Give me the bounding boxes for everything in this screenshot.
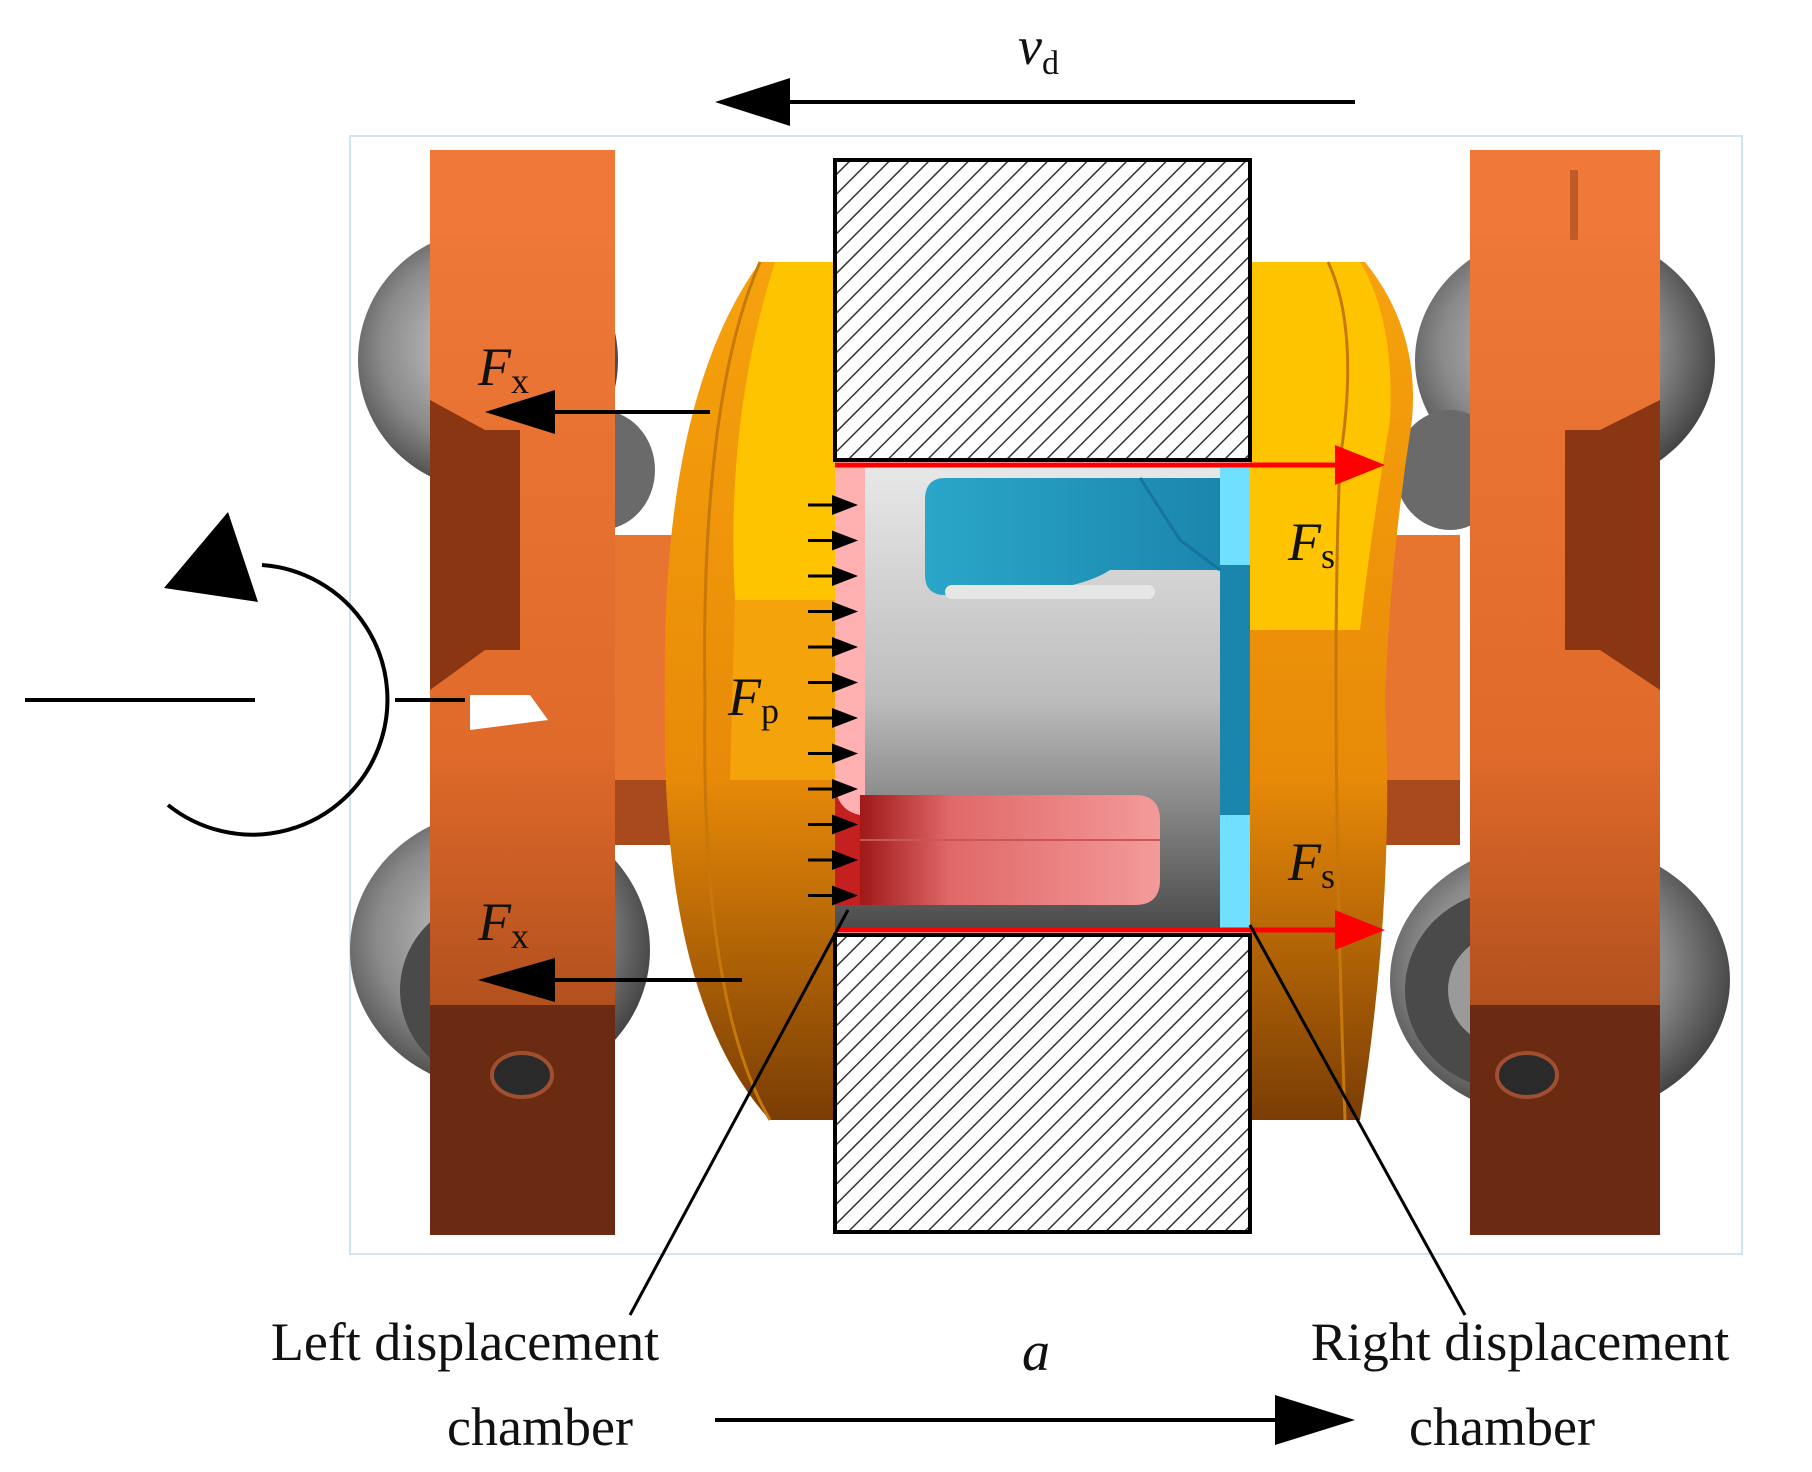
left-flange xyxy=(664,261,835,1121)
fp-arrowhead xyxy=(832,530,858,551)
left-frame xyxy=(430,150,615,1235)
left-bolt-hole xyxy=(490,1051,554,1099)
fp-label: Fp xyxy=(727,667,779,731)
fp-arrowhead xyxy=(832,566,858,586)
fp-pressure-arrows xyxy=(808,495,858,906)
right-chamber-leader xyxy=(1248,924,1467,1316)
fp-arrowhead xyxy=(832,495,858,515)
fx-top-label: Fx xyxy=(477,337,529,401)
lower-hatched-block xyxy=(833,933,1252,1234)
bounding-frame xyxy=(349,135,1743,1255)
right-bolt-hole xyxy=(1495,1051,1559,1099)
fs-top-label: Fs xyxy=(1287,512,1335,576)
velocity-label: vd xyxy=(1018,16,1059,82)
acceleration-arrowhead xyxy=(1275,1395,1355,1445)
velocity-arrowhead xyxy=(715,78,790,126)
fx-bottom-arrowhead xyxy=(478,958,555,1002)
lower-fs-arrowhead xyxy=(1335,910,1385,950)
left-chamber-label-line1: Left displacement xyxy=(271,1312,659,1372)
fp-arrowhead xyxy=(832,885,858,906)
fp-arrowhead xyxy=(832,601,858,622)
rotation-symbol xyxy=(25,512,465,837)
fx-top-arrowhead xyxy=(485,390,555,434)
acceleration-label: a xyxy=(1022,1321,1050,1383)
right-flange xyxy=(1250,261,1414,1121)
fp-arrowhead xyxy=(832,743,858,764)
fp-arrowhead xyxy=(832,708,858,728)
upper-fs-arrowhead xyxy=(1335,445,1385,485)
left-chamber-label-line2: chamber xyxy=(447,1397,633,1457)
right-chamber-label-line1: Right displacement xyxy=(1311,1312,1729,1372)
fs-bottom-label: Fs xyxy=(1287,832,1335,896)
fp-arrowhead xyxy=(832,779,858,799)
fp-arrowhead xyxy=(832,850,858,870)
left-chamber-leader xyxy=(628,909,850,1316)
fp-arrowhead xyxy=(832,814,858,835)
fp-arrowhead xyxy=(832,637,858,657)
right-chamber-label-line2: chamber xyxy=(1409,1397,1595,1457)
piston-body xyxy=(835,465,1250,930)
right-frame xyxy=(1470,150,1660,1235)
fx-bottom-label: Fx xyxy=(477,892,529,956)
fp-arrowhead xyxy=(832,672,858,693)
upper-hatched-block xyxy=(833,158,1252,462)
